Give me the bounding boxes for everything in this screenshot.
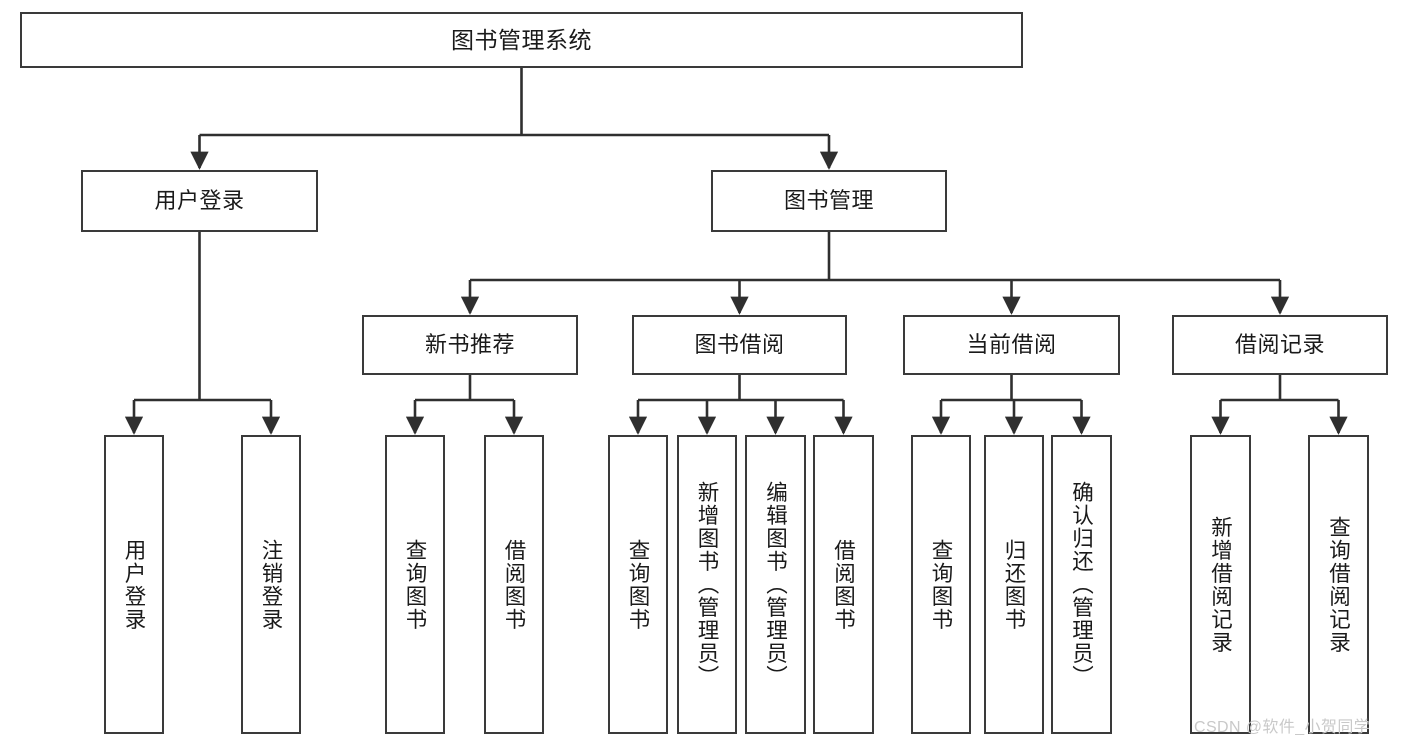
- node-leaf-edit-book-admin[interactable]: 编辑图书（管理员）: [745, 435, 806, 734]
- node-label: 图书管理系统: [451, 26, 592, 53]
- node-label: 查询图书: [626, 538, 651, 631]
- node-label: 编辑图书（管理员）: [763, 481, 788, 688]
- node-borrow-record[interactable]: 借阅记录: [1172, 315, 1388, 375]
- node-leaf-add-book-admin[interactable]: 新增图书（管理员）: [677, 435, 737, 734]
- node-label: 归还图书: [1002, 538, 1027, 631]
- node-label: 确认归还（管理员）: [1069, 481, 1094, 688]
- node-label: 注销登录: [259, 538, 284, 631]
- node-label: 用户登录: [122, 538, 147, 631]
- node-label: 图书借阅: [694, 332, 785, 358]
- node-leaf-query-borrow-record[interactable]: 查询借阅记录: [1308, 435, 1369, 734]
- node-label: 新书推荐: [424, 332, 515, 358]
- node-label: 查询图书: [403, 538, 428, 631]
- node-leaf-logout-login[interactable]: 注销登录: [241, 435, 301, 734]
- node-leaf-add-borrow-record[interactable]: 新增借阅记录: [1190, 435, 1251, 734]
- node-label: 新增图书（管理员）: [695, 481, 720, 688]
- node-leaf-query-book-recommend[interactable]: 查询图书: [385, 435, 445, 734]
- node-label: 用户登录: [154, 188, 245, 214]
- node-leaf-borrow-book[interactable]: 借阅图书: [813, 435, 874, 734]
- node-label: 查询图书: [929, 538, 954, 631]
- node-new-book-recommend[interactable]: 新书推荐: [362, 315, 578, 375]
- node-book-borrow[interactable]: 图书借阅: [632, 315, 847, 375]
- node-label: 查询借阅记录: [1326, 515, 1351, 654]
- node-user-login[interactable]: 用户登录: [81, 170, 318, 232]
- node-leaf-return-book[interactable]: 归还图书: [984, 435, 1044, 734]
- node-leaf-borrow-book-recommend[interactable]: 借阅图书: [484, 435, 544, 734]
- node-leaf-user-login[interactable]: 用户登录: [104, 435, 164, 734]
- node-current-borrow[interactable]: 当前借阅: [903, 315, 1120, 375]
- node-label: 图书管理: [783, 188, 874, 214]
- node-book-management[interactable]: 图书管理: [711, 170, 947, 232]
- node-label: 借阅图书: [831, 538, 856, 631]
- node-label: 借阅图书: [502, 538, 527, 631]
- node-leaf-query-book-current[interactable]: 查询图书: [911, 435, 971, 734]
- node-label: 当前借阅: [966, 332, 1057, 358]
- node-label: 新增借阅记录: [1208, 515, 1233, 654]
- node-label: 借阅记录: [1234, 332, 1325, 358]
- node-leaf-query-book-borrow[interactable]: 查询图书: [608, 435, 668, 734]
- node-root[interactable]: 图书管理系统: [20, 12, 1023, 68]
- csdn-watermark: CSDN @软件_小贺同学: [1194, 719, 1371, 736]
- node-leaf-confirm-return-admin[interactable]: 确认归还（管理员）: [1051, 435, 1112, 734]
